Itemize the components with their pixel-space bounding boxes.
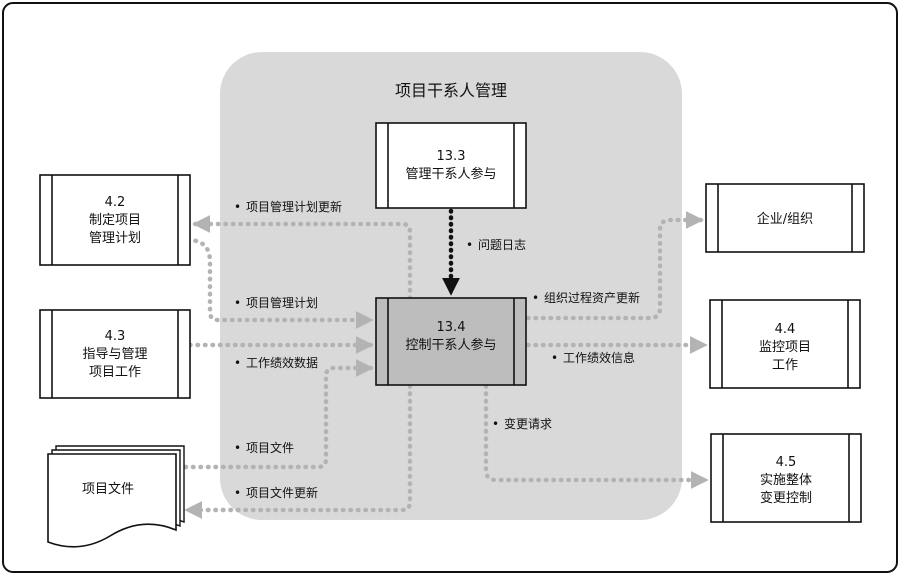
process-4-5-number: 4.5 xyxy=(776,455,797,470)
label-issue-log: 问题日志 xyxy=(478,238,526,252)
process-13-3-number: 13.3 xyxy=(437,149,466,164)
process-4-3-line1: 指导与管理 xyxy=(82,347,147,362)
project-documents-stack: 项目文件 xyxy=(47,445,185,548)
process-13-3-name: 管理干系人参与 xyxy=(405,166,496,182)
flow-line-project-documents xyxy=(175,359,375,470)
process-4-2-line2: 管理计划 xyxy=(89,231,141,246)
flow-line-change-requests xyxy=(483,383,710,489)
bullet-change-requests: • xyxy=(492,417,499,431)
process-4-5-line1: 实施整体 xyxy=(760,473,812,488)
bullet-project-documents-updates: • xyxy=(234,486,241,500)
process-4-4-line2: 工作 xyxy=(772,358,798,373)
process-4-3-box: 4.3 指导与管理 项目工作 xyxy=(39,309,191,399)
bullet-issue-log: • xyxy=(466,238,473,252)
label-plan: 项目管理计划 xyxy=(246,295,318,310)
enterprise-box: 企业/组织 xyxy=(705,183,865,253)
process-4-3-line2: 项目工作 xyxy=(89,365,141,380)
label-change-requests: 变更请求 xyxy=(504,416,552,431)
process-13-3-box: 13.3 管理干系人参与 xyxy=(375,122,527,209)
label-project-documents: 项目文件 xyxy=(246,440,294,455)
process-4-5-line2: 变更控制 xyxy=(760,490,812,506)
label-work-performance-info: 工作绩效信息 xyxy=(563,350,635,365)
process-4-2-line1: 制定项目 xyxy=(89,213,141,228)
process-4-5-box: 4.5 实施整体 变更控制 xyxy=(710,433,862,523)
process-4-4-box: 4.4 监控项目 工作 xyxy=(709,299,861,389)
label-work-performance-data: 工作绩效数据 xyxy=(246,355,318,370)
process-4-3-number: 4.3 xyxy=(105,329,126,344)
process-4-2-number: 4.2 xyxy=(105,195,126,210)
flow-line-plan xyxy=(185,237,375,329)
project-documents-label: 项目文件 xyxy=(82,482,134,497)
bullet-opa-updates: • xyxy=(532,291,539,305)
label-opa-updates: 组织过程资产更新 xyxy=(544,290,640,305)
label-plan-updates: 项目管理计划更新 xyxy=(246,199,342,214)
process-4-4-number: 4.4 xyxy=(775,322,796,337)
process-4-2-box: 4.2 制定项目 管理计划 xyxy=(39,174,191,266)
bullet-project-documents: • xyxy=(234,441,241,455)
bullet-plan: • xyxy=(234,296,241,310)
bullet-work-performance-data: • xyxy=(234,356,241,370)
label-project-documents-updates: 项目文件更新 xyxy=(246,485,318,500)
process-13-4-box: 13.4 控制干系人参与 xyxy=(375,297,527,386)
enterprise-label: 企业/组织 xyxy=(757,211,813,227)
bullet-plan-updates: • xyxy=(234,200,241,214)
flow-line-opa-updates xyxy=(525,211,705,321)
process-13-4-name: 控制干系人参与 xyxy=(405,337,496,353)
flow-line-project-documents-updates xyxy=(183,383,413,519)
flow-line-plan-updates xyxy=(191,215,413,301)
process-group-title: 项目干系人管理 xyxy=(395,81,507,100)
process-4-4-line1: 监控项目 xyxy=(759,340,811,355)
process-13-4-number: 13.4 xyxy=(437,320,466,335)
bullet-work-performance-info: • xyxy=(551,351,558,365)
